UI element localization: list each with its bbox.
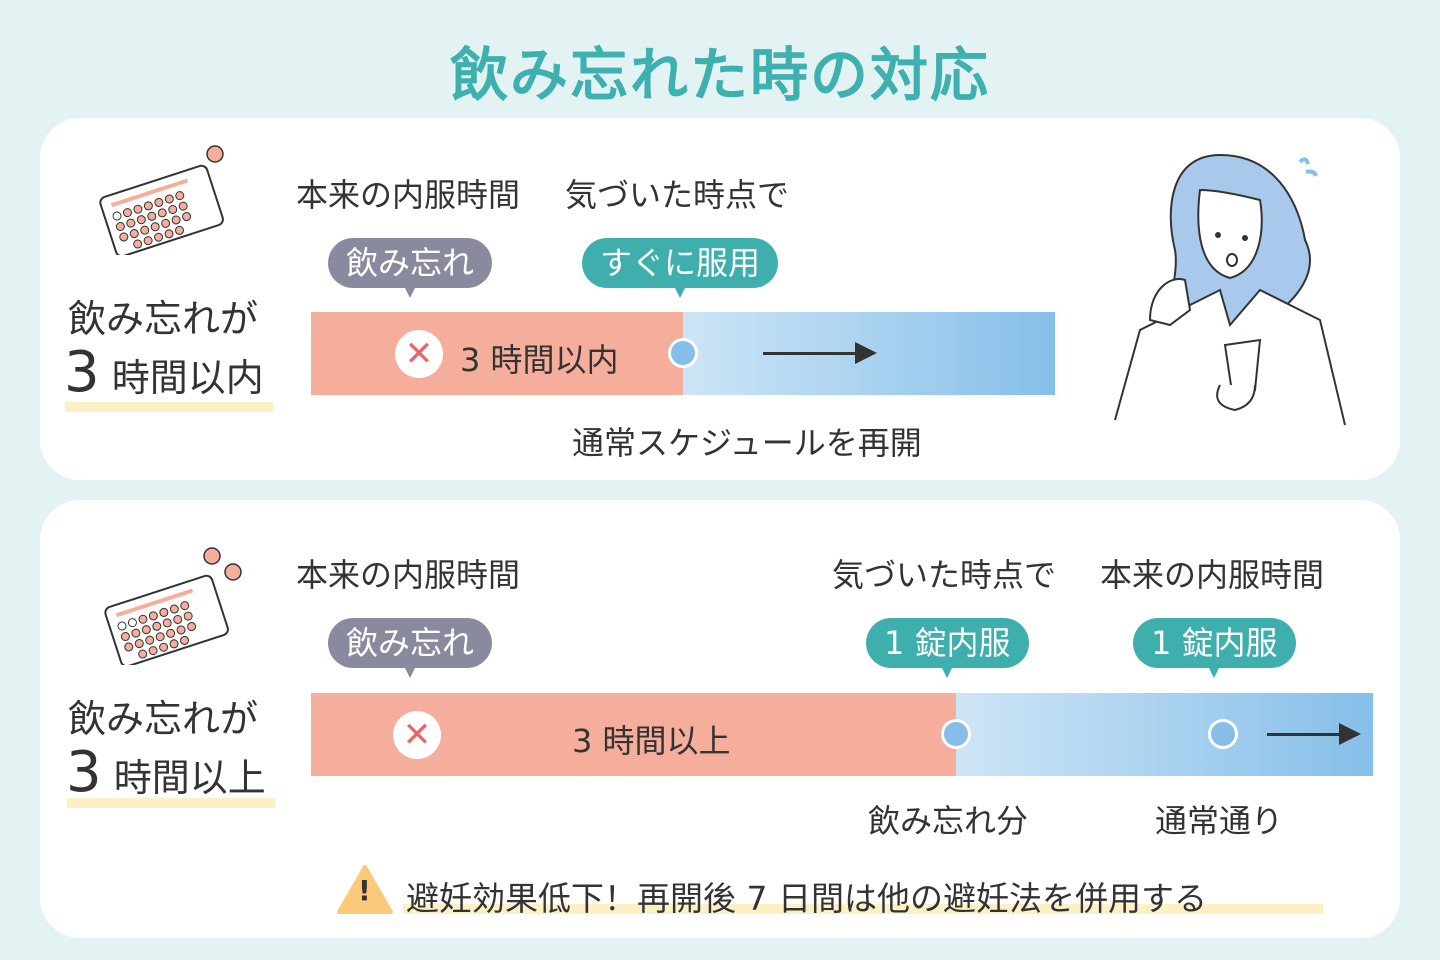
- highlight-underline: [67, 798, 275, 808]
- arrow-icon: [1267, 723, 1361, 745]
- page-title: 飲み忘れた時の対応: [449, 41, 990, 109]
- timeline-dot: [1208, 719, 1238, 749]
- bar-duration-text: 3 時間以上: [572, 722, 731, 760]
- hours-text: 時間以内: [111, 356, 264, 400]
- label-noticed: 気づいた時点で: [832, 556, 1057, 594]
- condition-label: 飲み忘れが: [68, 697, 259, 741]
- warning-icon-glyph: !: [358, 874, 371, 907]
- pill-pack-icon: [99, 145, 224, 255]
- arrow-icon: [763, 342, 877, 364]
- pill-pack-icon: [104, 547, 242, 665]
- hours-number: 3: [66, 740, 102, 805]
- highlight-underline: [403, 904, 1323, 914]
- bubble-missed: 飲み忘れ: [328, 618, 493, 678]
- bubble-missed: 飲み忘れ: [328, 238, 493, 298]
- note-missed-dose: 飲み忘れ分: [868, 802, 1029, 840]
- warning-icon: [337, 865, 393, 914]
- warning-text: 避妊効果低下！再開後 7 日間は他の避妊法を併用する: [406, 879, 1207, 918]
- timeline-dot: [941, 719, 971, 749]
- hours-text: 時間以上: [113, 756, 266, 800]
- woman-illustration: [1114, 153, 1346, 426]
- note-resume: 通常スケジュールを再開: [572, 424, 922, 462]
- bubble-take-one-normal: 1 錠内服: [1133, 618, 1296, 678]
- timeline-missed-segment: [311, 312, 683, 395]
- cross-icon: ✕: [393, 711, 441, 759]
- hours-number: 3: [64, 340, 100, 405]
- highlight-underline: [65, 402, 273, 412]
- label-original-time: 本来の内服時間: [296, 176, 521, 214]
- bubble-take-one: 1 錠内服: [866, 618, 1029, 678]
- label-original-time-next: 本来の内服時間: [1100, 556, 1325, 594]
- note-normal: 通常通り: [1155, 802, 1284, 840]
- label-original-time: 本来の内服時間: [296, 556, 521, 594]
- bubble-take-now: すぐに服用: [582, 238, 779, 298]
- bar-duration-text: 3 時間以内: [460, 341, 619, 379]
- label-noticed: 気づいた時点で: [565, 176, 790, 214]
- condition-duration: 3 時間以上: [66, 740, 266, 805]
- cross-icon: ✕: [395, 330, 443, 378]
- condition-duration: 3 時間以内: [64, 340, 264, 405]
- condition-label: 飲み忘れが: [68, 297, 259, 341]
- timeline-dot: [668, 338, 698, 368]
